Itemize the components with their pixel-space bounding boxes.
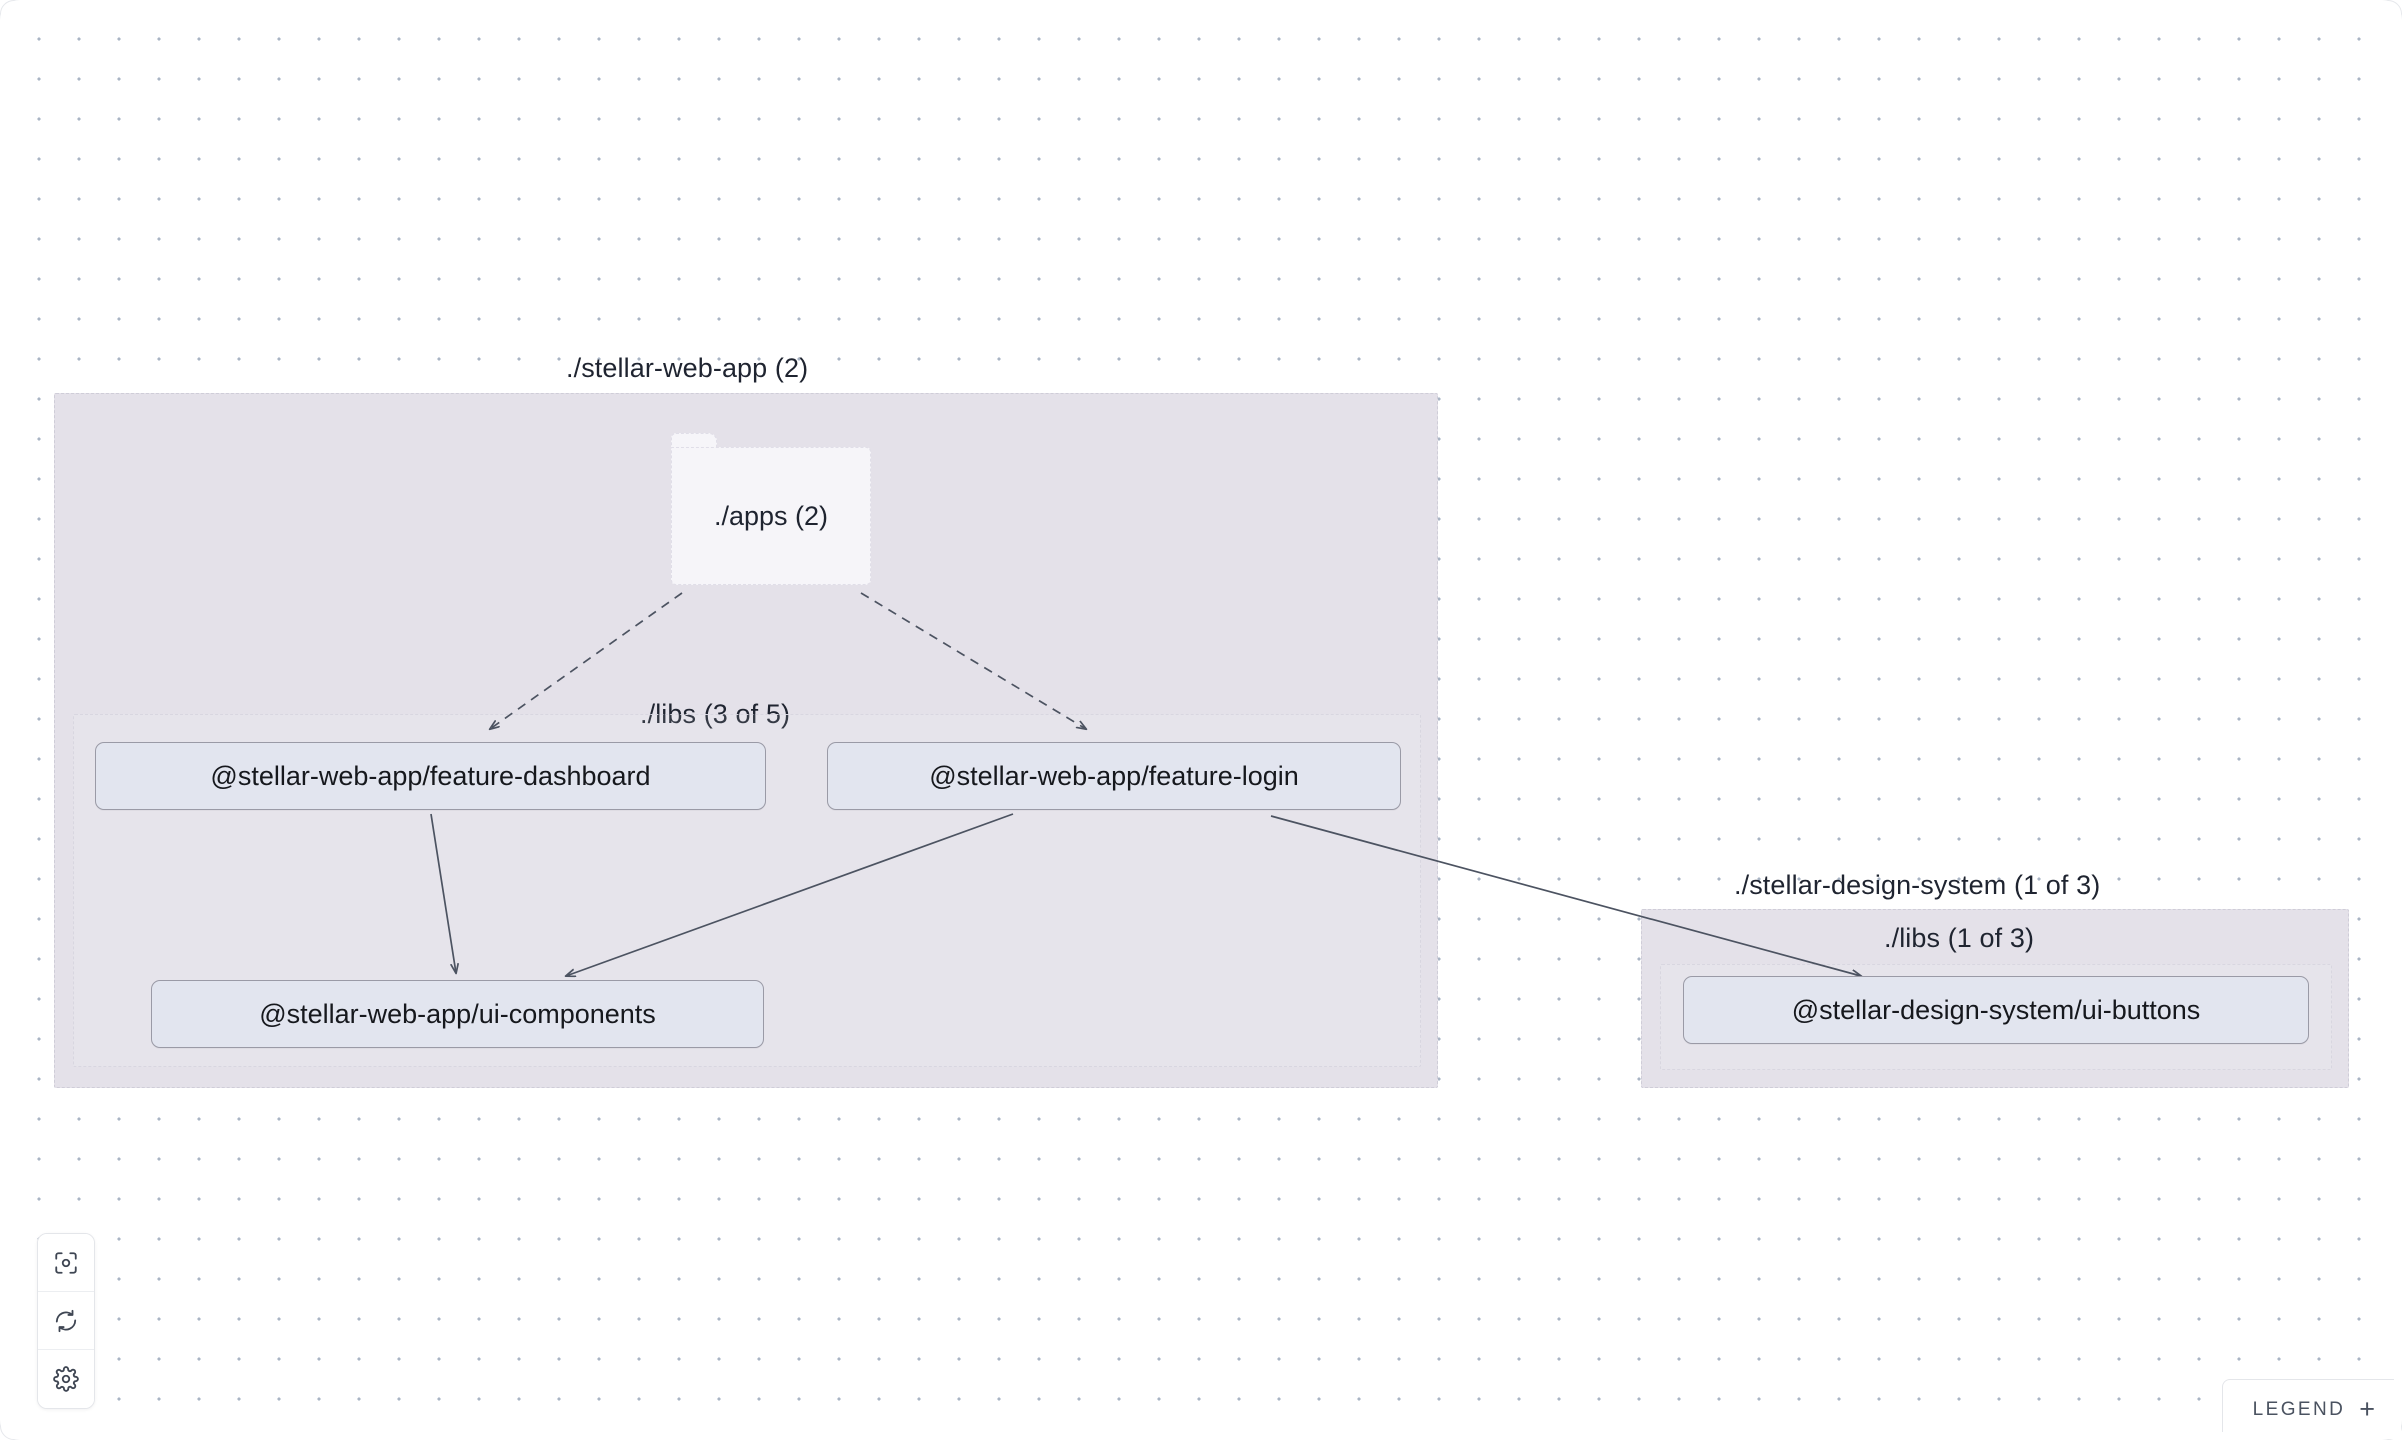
folder-node-label-apps: ./apps (2) — [713, 500, 829, 531]
settings-button[interactable] — [38, 1350, 94, 1408]
folder-node-apps-body: ./apps (2) — [671, 447, 871, 585]
focus-graph-button[interactable] — [38, 1234, 94, 1292]
folder-tab-icon — [671, 433, 717, 449]
node-feature-dashboard[interactable]: @stellar-web-app/feature-dashboard — [95, 742, 766, 810]
plus-icon: + — [2359, 1394, 2375, 1424]
group-label-stellar-design-system: ./stellar-design-system (1 of 3) — [1734, 870, 2101, 900]
node-label-feature-dashboard: @stellar-web-app/feature-dashboard — [210, 760, 651, 791]
refresh-graph-button[interactable] — [38, 1292, 94, 1350]
node-ui-components[interactable]: @stellar-web-app/ui-components — [151, 980, 764, 1048]
gear-icon — [53, 1366, 79, 1392]
focus-target-icon — [53, 1250, 79, 1276]
node-label-ui-components: @stellar-web-app/ui-components — [259, 998, 656, 1029]
group-label-stellar-web-app: ./stellar-web-app (2) — [566, 353, 809, 383]
node-feature-login[interactable]: @stellar-web-app/feature-login — [827, 742, 1401, 810]
refresh-cycle-icon — [53, 1308, 79, 1334]
node-ui-buttons[interactable]: @stellar-design-system/ui-buttons — [1683, 976, 2309, 1044]
group-stellar-web-app[interactable]: ./libs (3 of 5) @stellar-web-app/feature… — [54, 393, 1438, 1088]
group-stellar-design-system[interactable]: ./libs (1 of 3) @stellar-design-system/u… — [1641, 909, 2349, 1088]
legend-panel-toggle[interactable]: LEGEND + — [2221, 1379, 2401, 1439]
node-label-feature-login: @stellar-web-app/feature-login — [929, 760, 1299, 791]
node-label-ui-buttons: @stellar-design-system/ui-buttons — [1791, 994, 2201, 1025]
legend-label: LEGEND — [2252, 1398, 2346, 1420]
folder-node-apps[interactable]: ./apps (2) — [671, 433, 871, 585]
subgroup-label-design-system-libs: ./libs (1 of 3) — [1884, 923, 2035, 953]
canvas-toolbar[interactable] — [37, 1233, 95, 1409]
